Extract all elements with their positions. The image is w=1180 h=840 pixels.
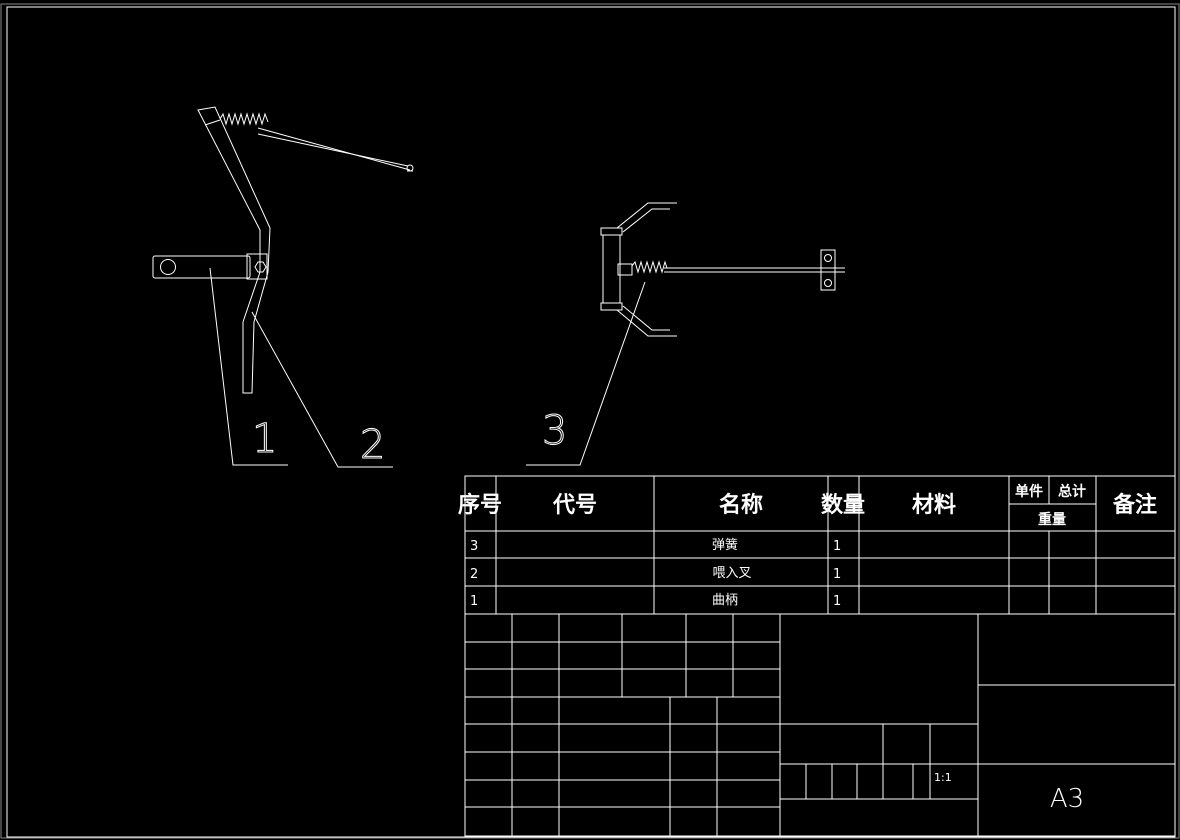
- header-unit-weight: 单件: [1015, 483, 1043, 500]
- row-3-name: 弹簧: [712, 537, 738, 553]
- scale-label: 1:1: [934, 771, 952, 784]
- header-material: 材料: [912, 493, 956, 518]
- row-1-name: 曲柄: [712, 593, 738, 608]
- leader-3: [526, 281, 646, 466]
- title-block: [464, 613, 1176, 837]
- row-1-index: 1: [470, 594, 478, 609]
- outer-frame: [0, 3, 1180, 839]
- leader-2: [251, 311, 393, 468]
- feed-fork-assembly: [526, 202, 845, 466]
- header-remarks: 备注: [1112, 492, 1157, 518]
- balloon-2: 2: [360, 422, 385, 468]
- balloon-1: 1: [252, 416, 277, 462]
- spring-coil-1: [219, 112, 269, 126]
- sheet-size: A3: [1050, 784, 1084, 814]
- header-weight: 重量: [1038, 511, 1066, 528]
- row-2-qty: 1: [833, 567, 841, 582]
- crank-arm: [152, 255, 251, 279]
- parts-list: [464, 475, 1176, 615]
- spring-coil-3: [631, 260, 668, 274]
- row-3-qty: 1: [833, 539, 841, 554]
- fork-upper-prong: [616, 202, 677, 229]
- row-2-index: 2: [470, 567, 478, 582]
- rod-clip: [820, 249, 836, 291]
- crank-pin-hole: [160, 259, 176, 275]
- row-3-index: 3: [470, 539, 478, 554]
- header-name: 名称: [719, 492, 763, 518]
- pivot-nut: [254, 261, 267, 273]
- crank-assembly: [152, 106, 414, 468]
- lever-arm: [197, 106, 271, 394]
- header-code: 代号: [552, 493, 597, 518]
- row-1-qty: 1: [833, 594, 841, 609]
- drawing-frame: [6, 6, 1176, 838]
- fork-lower-prong: [616, 309, 677, 337]
- balloon-3: 3: [542, 408, 567, 454]
- spring-rod-1: [257, 127, 411, 171]
- row-2-name: 喂入叉: [712, 566, 751, 581]
- header-index: 序号: [458, 492, 502, 518]
- header-total-weight: 总计: [1058, 483, 1086, 500]
- leader-1: [209, 267, 288, 466]
- header-qty: 数量: [821, 492, 865, 518]
